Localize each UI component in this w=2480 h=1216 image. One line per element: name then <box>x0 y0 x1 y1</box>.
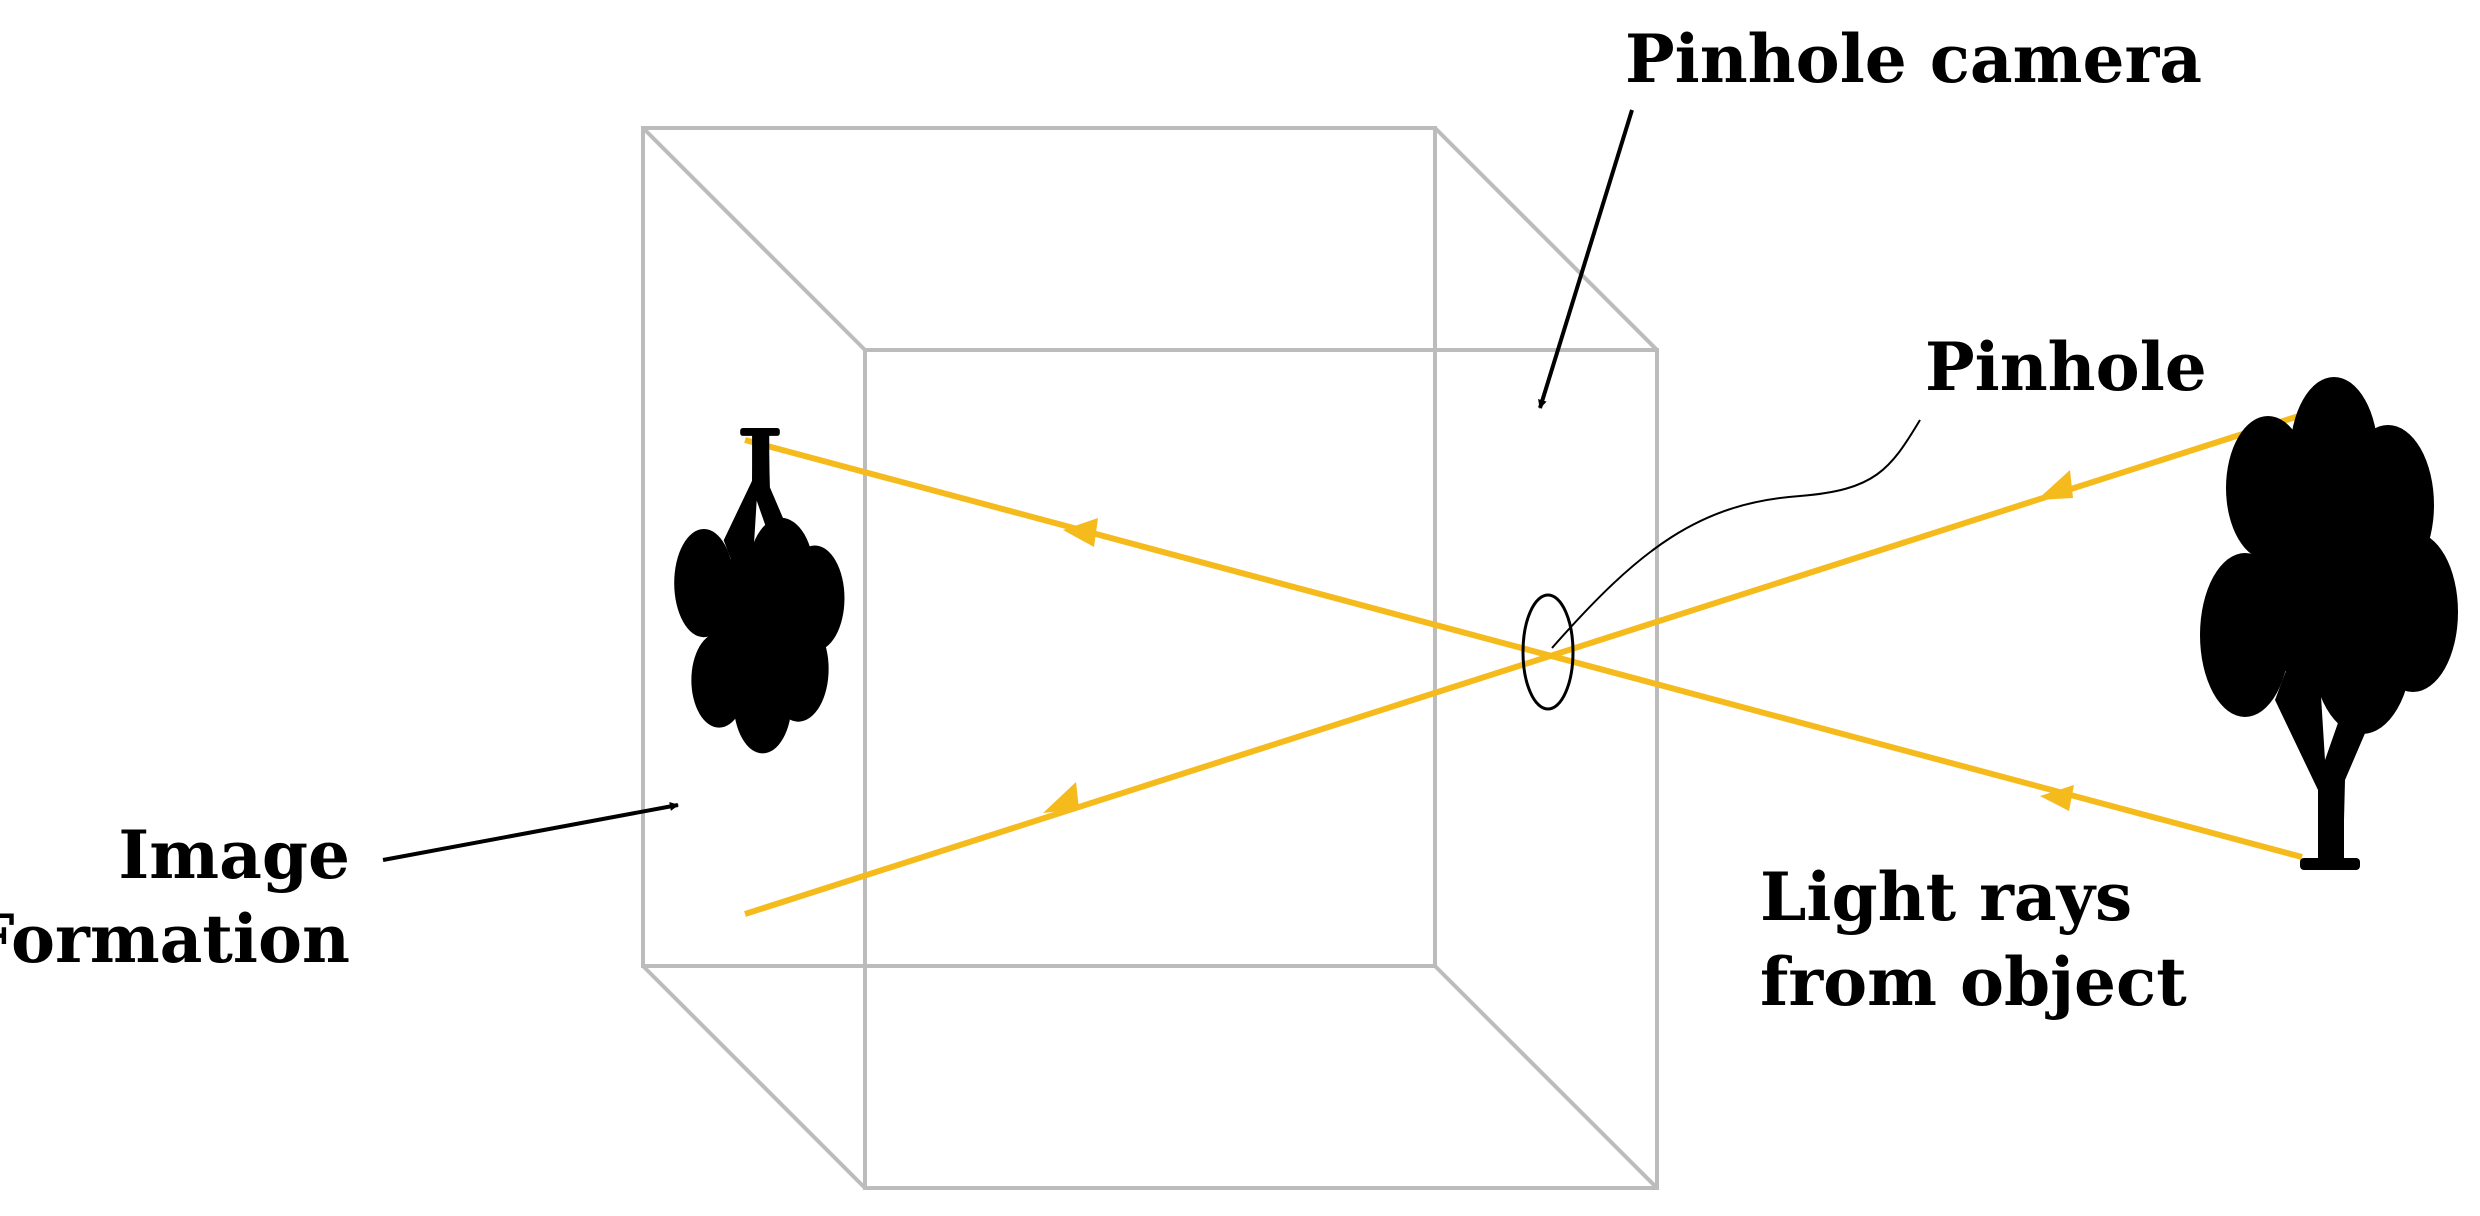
camera-box <box>641 126 1659 1190</box>
light-rays-label-line1: Light rays <box>1760 858 2132 936</box>
tree-icon <box>2200 377 2458 870</box>
box-front-face <box>863 348 1659 1190</box>
ray-arrow-3 <box>2040 785 2074 811</box>
image-formation-arrow <box>382 802 679 862</box>
box-edge-top-left <box>641 126 867 352</box>
pinhole-label: Pinhole <box>1925 328 2207 406</box>
camera-annotation-arrow <box>1538 109 1634 409</box>
image-formation-label-line2: Formation <box>0 900 350 978</box>
box-edge-bottom-left <box>641 964 867 1190</box>
pinhole-leader-line <box>1551 419 1921 649</box>
box-edge-bottom-right <box>1433 964 1659 1190</box>
box-edge-top-right <box>1433 126 1659 352</box>
inverted-tree-icon <box>674 428 845 754</box>
pinhole-opening <box>1521 593 1575 711</box>
ray-arrow-2 <box>1043 782 1079 813</box>
light-rays-label-line2: from object <box>1760 943 2187 1021</box>
ray-arrowheads <box>1043 470 2074 813</box>
ray-arrow-1 <box>2037 470 2073 500</box>
pinhole-camera-label: Pinhole camera <box>1625 20 2202 98</box>
box-back-face <box>641 126 1437 968</box>
ray-arrow-4 <box>1063 518 1098 547</box>
image-formation-label-line1: Image <box>118 816 350 894</box>
